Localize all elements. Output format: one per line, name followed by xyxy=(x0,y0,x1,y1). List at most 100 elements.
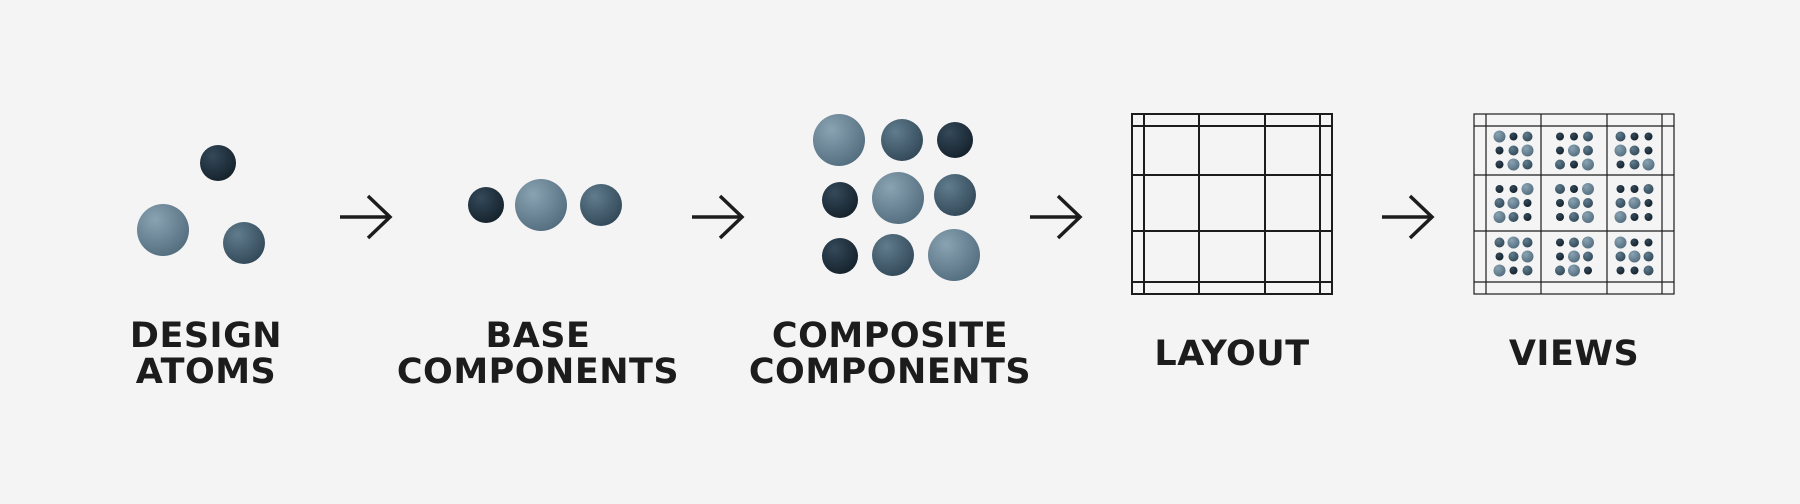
view-cluster-dot xyxy=(1582,236,1594,249)
view-cluster-dot xyxy=(1644,213,1653,221)
view-cluster-dot xyxy=(1493,264,1506,277)
view-cluster-dot xyxy=(1521,183,1534,195)
label-layout: LAYOUT xyxy=(1052,336,1412,372)
design-atoms-icon xyxy=(137,145,265,264)
view-cluster-dot xyxy=(1495,160,1504,169)
view-cluster-dot xyxy=(1570,160,1578,169)
label-design-atoms: DESIGN ATOMS xyxy=(26,318,386,390)
view-cluster-dot xyxy=(1630,185,1639,193)
view-cluster-dot xyxy=(1584,266,1592,275)
view-cluster-dot xyxy=(1508,251,1519,262)
arrow-right-icon xyxy=(1030,194,1083,240)
view-cluster-dot xyxy=(1615,131,1626,142)
view-cluster-dot xyxy=(1556,252,1564,261)
view-cluster-dot xyxy=(1569,212,1579,222)
view-cluster-dot xyxy=(1556,199,1564,207)
view-cluster-dot xyxy=(1630,266,1639,275)
view-cluster-dot xyxy=(1523,199,1532,207)
view-cluster-dot xyxy=(1509,185,1518,193)
view-cluster-dot xyxy=(1614,236,1627,249)
view-cluster-dot xyxy=(1495,146,1504,155)
view-cluster-dot xyxy=(1615,198,1626,208)
base-components-icon xyxy=(468,179,622,231)
view-cluster-dot xyxy=(1616,266,1625,275)
view-cluster-dot xyxy=(1630,132,1639,141)
views-icon xyxy=(1473,113,1675,295)
view-cluster-dot xyxy=(1616,185,1625,193)
view-cluster-dot xyxy=(1583,251,1593,262)
arrow-right-icon xyxy=(1382,194,1435,240)
arrow-right-icon xyxy=(692,194,745,240)
view-cluster-dot xyxy=(1643,265,1654,276)
view-cluster-dot xyxy=(1555,159,1565,170)
view-cluster-dot xyxy=(1494,198,1505,208)
label-line: BASE xyxy=(485,316,591,356)
view-cluster-dot xyxy=(1644,146,1653,155)
view-cluster-dot xyxy=(1629,159,1640,170)
arrow-right-icon xyxy=(340,194,393,240)
view-clusters xyxy=(1493,130,1655,277)
view-cluster-dot xyxy=(1643,251,1654,262)
view-cluster-dot xyxy=(1582,158,1594,171)
view-cluster-dot xyxy=(1509,132,1518,141)
view-cluster-dot xyxy=(1493,130,1506,143)
view-cluster-dot xyxy=(1582,211,1594,223)
view-cluster-dot xyxy=(1522,265,1533,276)
view-cluster-dot xyxy=(1507,197,1520,209)
label-line: DESIGN xyxy=(129,316,283,356)
view-cluster-dot xyxy=(1522,237,1533,248)
view-cluster-dot xyxy=(1522,159,1533,170)
label-composite-components: COMPOSITE COMPONENTS xyxy=(710,318,1070,390)
view-cluster-dot xyxy=(1556,213,1564,221)
view-cluster-dot xyxy=(1582,183,1594,195)
label-line: VIEWS xyxy=(1508,334,1640,374)
layout-grid-icon xyxy=(1131,113,1333,295)
view-cluster-dot xyxy=(1583,198,1593,208)
view-cluster-dot xyxy=(1568,264,1580,277)
view-cluster-dot xyxy=(1570,132,1578,141)
view-cluster-dot xyxy=(1495,185,1504,193)
view-cluster-dot xyxy=(1493,211,1506,223)
view-cluster-dot xyxy=(1568,250,1580,263)
label-views: VIEWS xyxy=(1394,336,1754,372)
view-cluster-dot xyxy=(1583,131,1593,142)
composite-components-icon xyxy=(813,114,980,281)
view-cluster-dot xyxy=(1642,158,1655,171)
view-cluster-dot xyxy=(1556,132,1564,141)
label-line: LAYOUT xyxy=(1154,334,1310,374)
view-cluster-dot xyxy=(1628,197,1641,209)
view-cluster-dot xyxy=(1509,266,1518,275)
view-cluster-dot xyxy=(1628,250,1641,263)
view-cluster-dot xyxy=(1570,185,1578,193)
view-cluster-dot xyxy=(1643,184,1654,194)
view-cluster-dot xyxy=(1644,199,1653,207)
view-cluster-dot xyxy=(1522,131,1533,142)
label-line: COMPONENTS xyxy=(748,352,1032,392)
view-cluster-dot xyxy=(1629,145,1640,156)
view-cluster-dot xyxy=(1507,158,1520,171)
view-cluster-dot xyxy=(1556,146,1564,155)
view-cluster-dot xyxy=(1614,211,1627,223)
view-cluster-dot xyxy=(1615,251,1626,262)
label-base-components: BASE COMPONENTS xyxy=(358,318,718,390)
view-cluster-dot xyxy=(1523,213,1532,221)
view-cluster-dot xyxy=(1521,144,1534,157)
view-cluster-dot xyxy=(1508,212,1519,222)
view-cluster-dot xyxy=(1614,144,1627,157)
view-cluster-dot xyxy=(1644,238,1653,247)
label-line: ATOMS xyxy=(135,352,277,392)
view-cluster-dot xyxy=(1494,237,1505,248)
view-cluster-dot xyxy=(1644,132,1653,141)
view-cluster-dot xyxy=(1555,184,1565,194)
label-line: COMPOSITE xyxy=(771,316,1009,356)
view-cluster-dot xyxy=(1508,145,1519,156)
view-cluster-dot xyxy=(1583,145,1593,156)
view-cluster-dot xyxy=(1521,250,1534,263)
view-cluster-dot xyxy=(1495,252,1504,261)
view-cluster-dot xyxy=(1507,236,1520,249)
view-cluster-dot xyxy=(1569,237,1579,248)
view-cluster-dot xyxy=(1630,213,1639,221)
label-line: COMPONENTS xyxy=(396,352,680,392)
view-cluster-dot xyxy=(1568,144,1580,157)
